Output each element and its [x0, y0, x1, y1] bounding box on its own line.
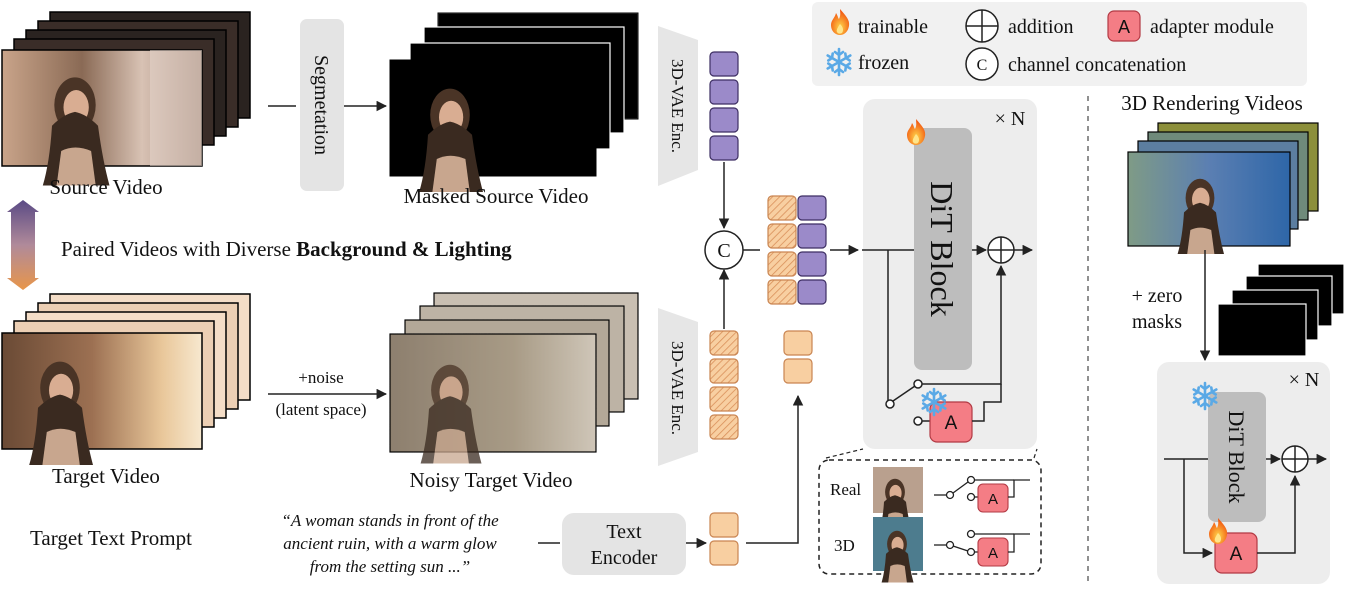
- legend-panel: [812, 2, 1307, 86]
- three-d-label: 3D: [834, 536, 855, 555]
- target-video-label: Target Video: [52, 464, 160, 488]
- prompt-line-1: “A woman stands in front of the: [281, 511, 499, 530]
- text-tokens: [709, 512, 739, 566]
- concat-icon: [965, 47, 999, 81]
- noisy-target-video-label: Noisy Target Video: [410, 468, 573, 492]
- times-n-right: × N: [1289, 369, 1320, 391]
- masked-source-video-label: Masked Source Video: [404, 184, 589, 208]
- legend-addition: addition: [1008, 16, 1074, 38]
- source-video-label: Source Video: [49, 175, 162, 199]
- target-text-prompt-label: Target Text Prompt: [30, 526, 192, 550]
- rendering-videos-label: 3D Rendering Videos: [1121, 91, 1303, 115]
- dit-block-main-label: DiT Block: [924, 181, 960, 316]
- rendering-video-stack: [1127, 122, 1319, 254]
- dit-block-right: [1208, 392, 1266, 522]
- prompt-line-2: ancient ruin, with a warm glow: [283, 534, 497, 553]
- legend-trainable: trainable: [858, 16, 928, 38]
- real-label: Real: [830, 480, 861, 499]
- adapter-real-letter: A: [988, 491, 998, 508]
- legend-frozen: frozen: [858, 52, 909, 74]
- zero-masks-line-1: + zero: [1132, 285, 1183, 307]
- times-n-main: × N: [995, 108, 1026, 130]
- noise-label: +noise: [298, 368, 343, 387]
- addition-icon: [965, 9, 999, 43]
- legend-adapter-letter: A: [1118, 17, 1130, 37]
- addition-node-right: [1281, 445, 1309, 473]
- text-encoder-line-1: Text: [606, 521, 642, 543]
- prompt-line-3: from the setting sun ...”: [310, 557, 470, 576]
- addition-node-main: [987, 236, 1015, 264]
- source-video-stack: [1, 11, 251, 186]
- vae-encoder-top: [658, 26, 698, 186]
- concat-node-letter: C: [717, 240, 730, 262]
- masked-source-video-stack: [389, 12, 639, 192]
- adapter-real: [977, 483, 1009, 513]
- target-latent-tokens: [709, 330, 739, 440]
- text-encoder-block: [562, 513, 686, 575]
- vae-encoder-bottom-label: 3D-VAE Enc.: [668, 341, 687, 435]
- legend-concat-letter: C: [977, 57, 988, 74]
- text-encoder-line-2: Encoder: [591, 547, 658, 569]
- noisy-target-video-stack: [389, 292, 639, 464]
- dit-block-main: [914, 128, 972, 370]
- paired-videos-label: Paired Videos with Diverse Background & …: [61, 237, 512, 261]
- text-tokens-middle: [783, 330, 813, 384]
- segmentation-label: Segmetation: [310, 55, 332, 155]
- zero-masks-line-2: masks: [1132, 311, 1182, 333]
- legend-channel-concat: channel concatenation: [1008, 54, 1186, 76]
- adapter-main-letter: A: [945, 413, 958, 434]
- target-video-stack: [1, 293, 251, 465]
- combined-latent-tokens: [767, 195, 827, 305]
- adapter-right-letter: A: [1230, 544, 1243, 565]
- source-latent-tokens: [709, 51, 739, 161]
- latent-space-label: (latent space): [275, 400, 366, 419]
- segmentation-block: [300, 19, 344, 191]
- paired-double-arrow: [7, 200, 39, 290]
- adapter-module-main: [929, 401, 973, 443]
- adapter-icon: [1107, 10, 1141, 42]
- dit-block-right-label: DiT Block: [1224, 410, 1249, 503]
- zero-mask-stack: [1217, 263, 1345, 357]
- vae-encoder-top-label: 3D-VAE Enc.: [668, 59, 687, 153]
- vae-encoder-bottom: [658, 308, 698, 466]
- legend-adapter: adapter module: [1150, 16, 1274, 38]
- adapter-three-d-letter: A: [988, 545, 998, 562]
